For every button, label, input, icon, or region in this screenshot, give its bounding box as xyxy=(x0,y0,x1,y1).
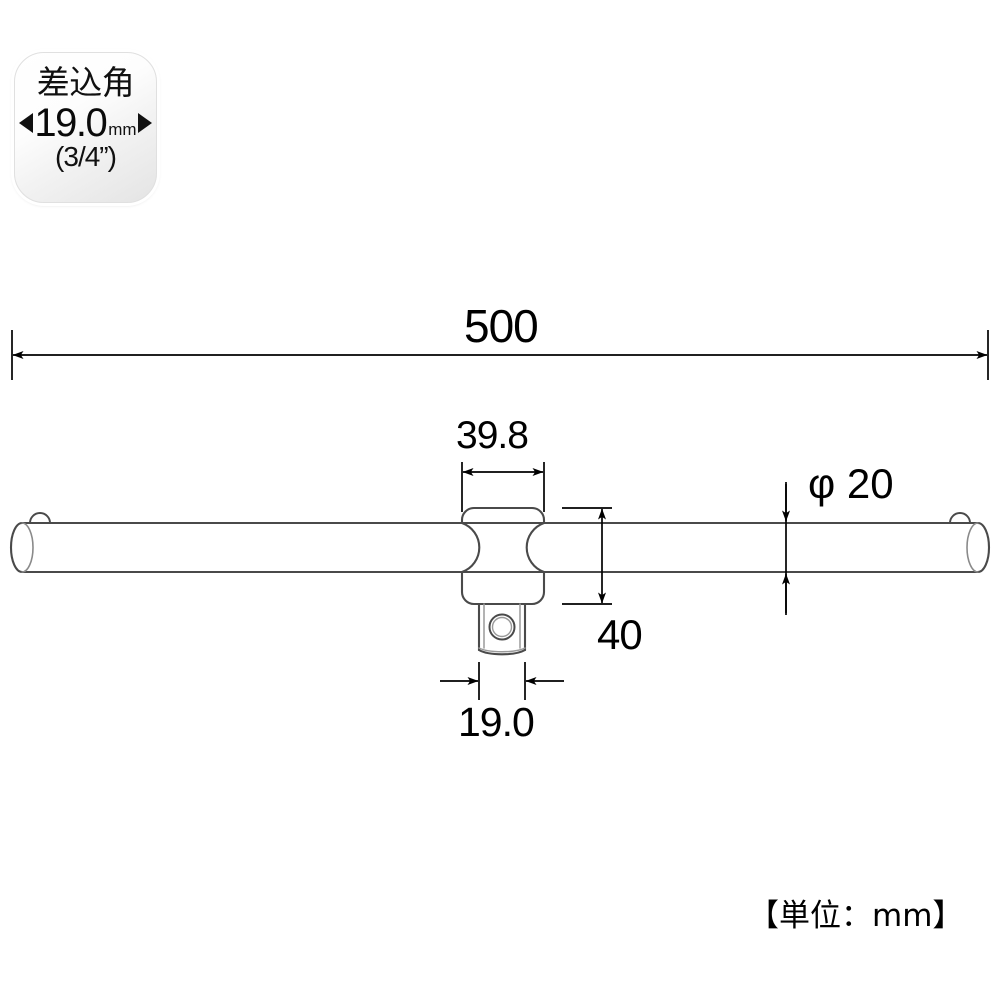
dim-overall-length xyxy=(11,330,989,380)
drive-detent-hole xyxy=(488,613,516,641)
detent-ball-right xyxy=(949,512,971,524)
dim-drive-size xyxy=(440,662,564,700)
bar-left-end-cap xyxy=(9,521,24,574)
badge-unit: mm xyxy=(108,120,137,139)
arrow-right-icon xyxy=(137,113,152,133)
badge-value-row: 19.0 mm xyxy=(19,101,152,145)
center-head-block xyxy=(460,506,546,606)
dim-label-bar-diameter: φ 20 xyxy=(808,460,894,507)
badge-title: 差込角 xyxy=(36,63,135,102)
drive-size-badge: 差込角 19.0 mm (3/4”) xyxy=(14,52,157,203)
dim-label-overall-length: 500 xyxy=(464,300,539,352)
unit-note: 【単位：mm】 xyxy=(748,898,964,934)
detent-ball-left xyxy=(29,512,51,524)
badge-subtitle: (3/4”) xyxy=(55,141,117,172)
dim-head-width xyxy=(461,462,545,512)
round-bar xyxy=(9,521,991,574)
dim-label-drive-size: 19.0 xyxy=(458,699,535,745)
dimension-lines xyxy=(11,330,989,700)
badge-value: 19.0 xyxy=(34,101,107,145)
dim-label-head-height: 40 xyxy=(597,611,643,658)
square-drive xyxy=(477,602,527,656)
product-outline xyxy=(9,506,991,656)
dim-label-head-width: 39.8 xyxy=(456,414,529,457)
bar-right-end-cap xyxy=(976,521,991,574)
arrow-left-icon xyxy=(19,113,34,133)
dim-head-height xyxy=(562,507,612,605)
